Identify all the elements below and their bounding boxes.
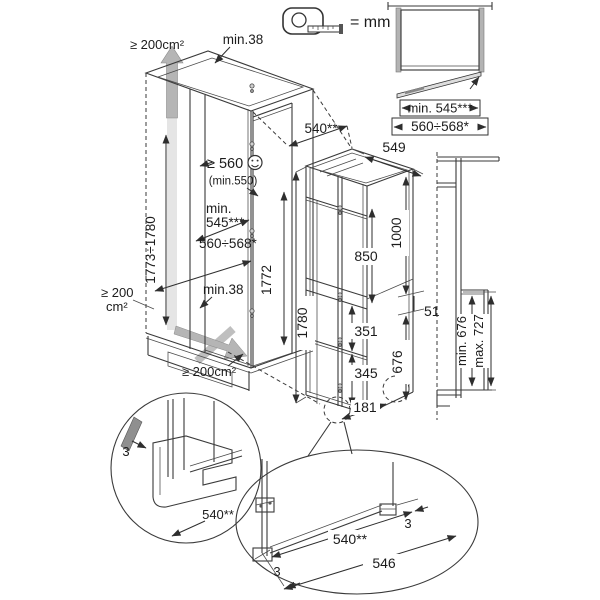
appliance-column: 540** 549 1780 1000 850 51 351 345 676 1…: [288, 121, 440, 424]
fixing-bracket: [255, 497, 275, 513]
detail-left-shim-label: 3: [122, 444, 129, 459]
detail-ellipse-right: 540** 546 3 3: [235, 421, 479, 595]
legend: = mm: [282, 7, 390, 35]
niche-width-range-label: 560÷568*: [199, 236, 257, 251]
niche-gap-top-label: min.38: [223, 32, 264, 47]
detail-right-total-width-label: 546: [372, 555, 396, 571]
niche-depth-min-label-line1: min.: [206, 201, 232, 216]
plinth-bracket: [152, 435, 237, 508]
niche-vent-side-label-line1: ≥ 200: [101, 285, 133, 300]
appliance-depth-label: 549: [382, 139, 406, 155]
niche-gap-bottom-label: min.38: [203, 282, 244, 297]
plan-door-swing-arrow: [469, 76, 480, 90]
right-foot: [379, 503, 397, 516]
appliance-lower-compartment-label: 676: [389, 350, 405, 374]
side-profile: min. 676 max. 727: [436, 152, 500, 420]
detail-right-gap-left-label: 3: [273, 564, 280, 579]
niche-depth-min-label-line2: 545***: [206, 215, 245, 230]
niche-width-min-label: ≥ 560: [207, 156, 243, 172]
appliance-mid-panel-label: 351: [354, 323, 378, 339]
plan-door-handle: [404, 86, 425, 95]
detail-circle-left: 3 540**: [110, 392, 262, 544]
appliance-upper-door-label: 850: [354, 248, 378, 264]
plan-width-label: 560÷568*: [411, 119, 469, 134]
plan-left-wall: [395, 7, 402, 73]
vent-arrow-bottom-icon: [173, 325, 248, 364]
detail-right-door-width-label: 540**: [333, 531, 368, 547]
appliance-lower-door-label: 345: [354, 365, 378, 381]
profile-min-height-label: min. 676: [454, 316, 469, 366]
niche-cabinet: 1773÷1780 ≥ 200cm² min.38 ≥ 560 (min.550…: [101, 32, 315, 391]
detail-left-door-width-label: 540**: [202, 507, 234, 522]
plan-open-door: [396, 71, 482, 99]
appliance-total-height-label: 1780: [294, 307, 310, 338]
tape-measure-icon: [282, 7, 343, 35]
niche-inner-height-label: 1772: [259, 265, 274, 295]
appliance-hinge-gap-label: 51: [424, 303, 440, 319]
appliance-upper-compartment-label: 1000: [388, 217, 404, 248]
niche-vent-bottom-label: ≥ 200cm²: [182, 364, 237, 379]
plan-appliance-body: [400, 9, 480, 71]
niche-height-range-label: 1773÷1780: [143, 216, 158, 283]
vent-arrow-top-icon: [160, 45, 184, 330]
niche-vent-top-label: ≥ 200cm²: [130, 37, 185, 52]
appliance-base-width-label: 181: [353, 399, 377, 415]
shim-spacer: [120, 416, 143, 452]
appliance-door-width-top-label: 540**: [304, 121, 338, 136]
smiley-icon: [247, 154, 263, 171]
profile-max-height-label: max. 727: [471, 314, 486, 367]
niche-vent-side-label-line2: cm²: [106, 299, 128, 314]
legend-unit-label: = mm: [350, 14, 390, 31]
plan-view: min. 545*** 560÷568*: [387, 2, 493, 136]
detail-right-gap-right-label: 3: [404, 516, 411, 531]
plan-right-wall: [478, 7, 485, 73]
niche-width-min-note-label: (min.550): [209, 176, 258, 188]
plan-depth-label: min. 545***: [407, 101, 472, 116]
